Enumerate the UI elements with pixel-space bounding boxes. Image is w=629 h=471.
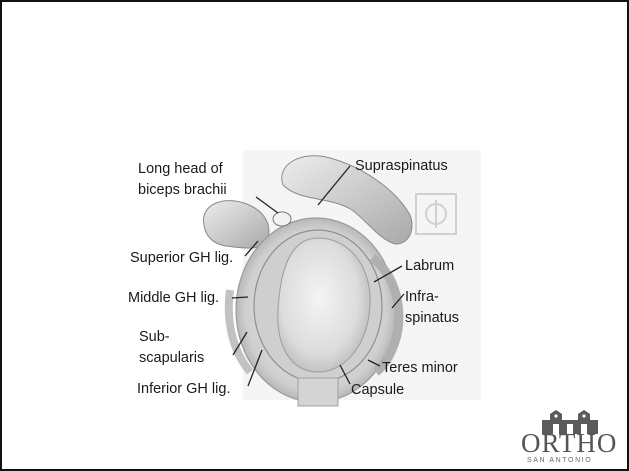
label-supraspinatus: Supraspinatus [355,157,448,176]
label-middle-gh-lig: Middle GH lig. [128,289,219,308]
logo-wordmark: ORTHO [521,428,617,459]
label-teres-minor: Teres minor [382,359,458,378]
label-superior-gh-lig: Superior GH lig. [130,249,233,268]
label-subscapularis: Sub- scapularis [139,327,204,369]
biceps-tendon-knob [273,212,291,226]
label-infraspinatus: Infra- spinatus [405,287,459,329]
scapular-neck [298,378,338,406]
label-capsule: Capsule [351,381,404,400]
logo-subtitle: SAN ANTONIO [527,457,592,464]
label-labrum: Labrum [405,257,454,276]
label-long-head-biceps: Long head of biceps brachii [138,159,227,201]
label-inferior-gh-lig: Inferior GH lig. [137,380,230,399]
